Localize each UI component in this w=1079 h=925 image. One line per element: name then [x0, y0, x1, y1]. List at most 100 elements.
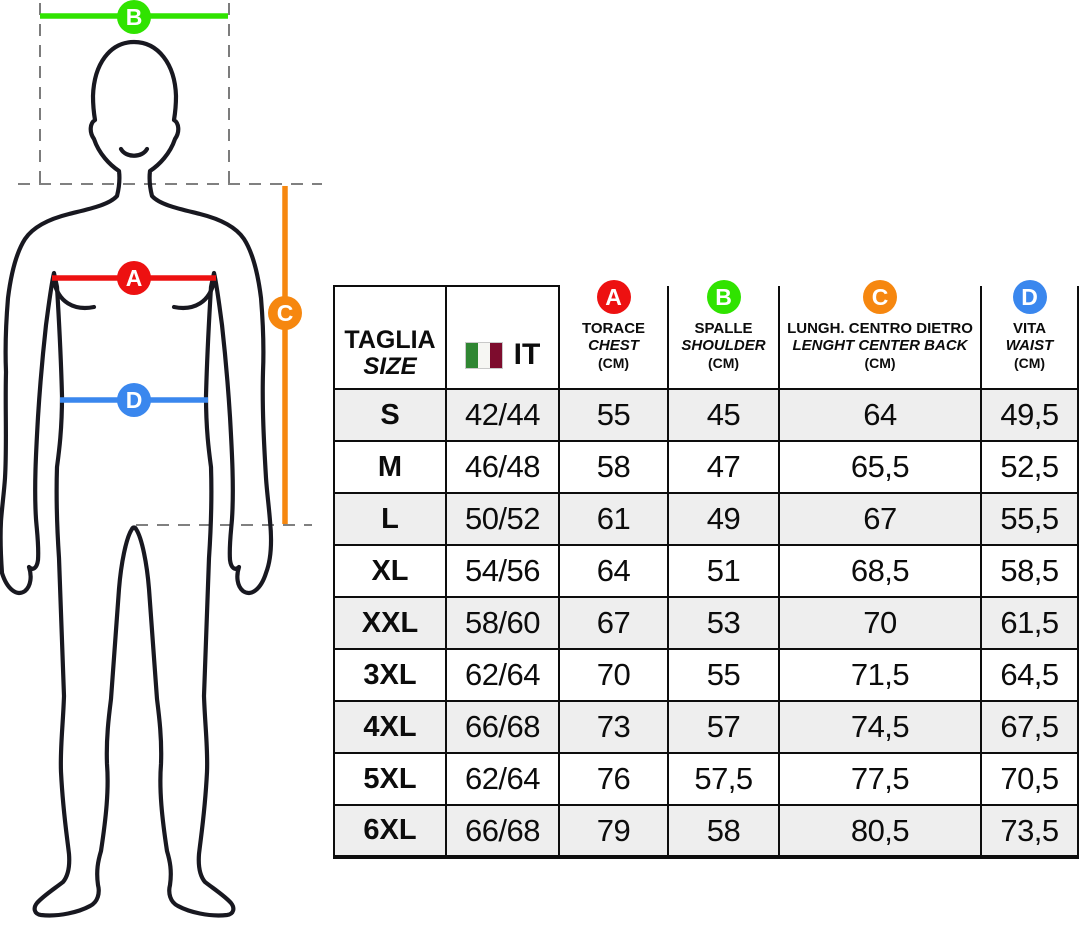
cell-back: 70 — [778, 596, 982, 650]
cell-chest: 64 — [558, 544, 669, 598]
cell-shoulder: 49 — [667, 492, 780, 546]
header-waist-column: D VITA WAIST (CM) — [980, 280, 1079, 390]
marker-c-label: C — [277, 300, 294, 326]
cell-it: 46/48 — [445, 440, 560, 494]
marker-c-circle — [268, 296, 302, 330]
cell-waist: 58,5 — [980, 544, 1079, 598]
cell-it: 62/64 — [445, 752, 560, 806]
cell-back: 74,5 — [778, 700, 982, 754]
cell-it: 66/68 — [445, 700, 560, 754]
marker-d-label: D — [126, 387, 143, 413]
cell-back: 77,5 — [778, 752, 982, 806]
header-shoulder-column: B SPALLE SHOULDER (CM) — [667, 280, 780, 390]
shoulder-unit: (CM) — [707, 355, 740, 371]
cell-shoulder: 58 — [667, 804, 780, 859]
cell-chest: 58 — [558, 440, 669, 494]
cell-shoulder: 51 — [667, 544, 780, 598]
cell-size: XXL — [333, 596, 447, 650]
chest-crease-right — [171, 278, 217, 310]
cell-size: XL — [333, 544, 447, 598]
body-outline-path — [0, 39, 274, 918]
cell-chest: 67 — [558, 596, 669, 650]
marker-b-label: B — [126, 4, 143, 30]
cell-size: 4XL — [333, 700, 447, 754]
chin-line — [118, 146, 150, 158]
marker-a-circle — [117, 261, 151, 295]
cell-size: 3XL — [333, 648, 447, 702]
cell-it: 54/56 — [445, 544, 560, 598]
cell-chest: 61 — [558, 492, 669, 546]
waist-measure-D: D — [60, 383, 208, 417]
cell-chest: 79 — [558, 804, 669, 859]
cell-it: 62/64 — [445, 648, 560, 702]
dashed-guides — [18, 3, 322, 526]
cell-waist: 61,5 — [980, 596, 1079, 650]
back-length-unit: (CM) — [864, 355, 896, 371]
marker-d-badge: D — [1012, 280, 1047, 314]
cell-waist: 64,5 — [980, 648, 1079, 702]
cell-chest: 76 — [558, 752, 669, 806]
waist-label-it: VITA — [1012, 320, 1047, 337]
italy-flag-icon — [464, 341, 503, 369]
cell-shoulder: 47 — [667, 440, 780, 494]
cell-waist: 70,5 — [980, 752, 1079, 806]
cell-shoulder: 53 — [667, 596, 780, 650]
size-table: TAGLIA SIZE IT A TORACE CHEST (CM) — [333, 280, 1079, 859]
marker-d-circle — [117, 383, 151, 417]
chest-unit: (CM) — [597, 355, 630, 371]
header-size-column: TAGLIA SIZE — [333, 285, 447, 390]
cell-back: 65,5 — [778, 440, 982, 494]
chest-measure-A: A — [52, 261, 216, 295]
cell-it: 66/68 — [445, 804, 560, 859]
cell-chest: 55 — [558, 388, 669, 442]
back-length-label-it: LUNGH. CENTRO DIETRO — [787, 320, 973, 337]
chest-label-en: CHEST — [588, 337, 639, 354]
header-country-column: IT — [445, 285, 560, 390]
cell-back: 67 — [778, 492, 982, 546]
body-outline — [0, 39, 274, 918]
waist-unit: (CM) — [1013, 355, 1046, 371]
marker-b-circle — [117, 0, 151, 34]
marker-a-badge: A — [596, 280, 631, 314]
cell-waist: 67,5 — [980, 700, 1079, 754]
cell-size: S — [333, 388, 447, 442]
header-size-label-en: SIZE — [363, 353, 417, 380]
cell-waist: 55,5 — [980, 492, 1079, 546]
cell-size: 6XL — [333, 804, 447, 859]
shoulder-label-en: SHOULDER — [681, 337, 766, 354]
cell-shoulder: 45 — [667, 388, 780, 442]
cell-it: 58/60 — [445, 596, 560, 650]
body-measurement-diagram: B A C D — [0, 0, 322, 918]
cell-back: 71,5 — [778, 648, 982, 702]
shoulder-label-it: SPALLE — [694, 320, 753, 337]
marker-a-label: A — [126, 265, 143, 291]
country-code-label: IT — [513, 338, 541, 371]
back-length-measure-C: C — [268, 186, 302, 524]
header-chest-column: A TORACE CHEST (CM) — [558, 280, 669, 390]
cell-back: 68,5 — [778, 544, 982, 598]
cell-chest: 70 — [558, 648, 669, 702]
header-size-label-it: TAGLIA — [344, 326, 436, 354]
cell-it: 42/44 — [445, 388, 560, 442]
header-back-length-column: C LUNGH. CENTRO DIETRO LENGHT CENTER BAC… — [778, 280, 982, 390]
cell-it: 50/52 — [445, 492, 560, 546]
waist-label-en: WAIST — [1005, 337, 1054, 354]
cell-waist: 49,5 — [980, 388, 1079, 442]
shoulder-measure-B: B — [40, 0, 228, 34]
cell-shoulder: 57 — [667, 700, 780, 754]
back-length-label-en: LENGHT CENTER BACK — [792, 337, 968, 354]
cell-size: M — [333, 440, 447, 494]
chest-crease-left — [51, 278, 97, 310]
cell-shoulder: 57,5 — [667, 752, 780, 806]
cell-back: 64 — [778, 388, 982, 442]
